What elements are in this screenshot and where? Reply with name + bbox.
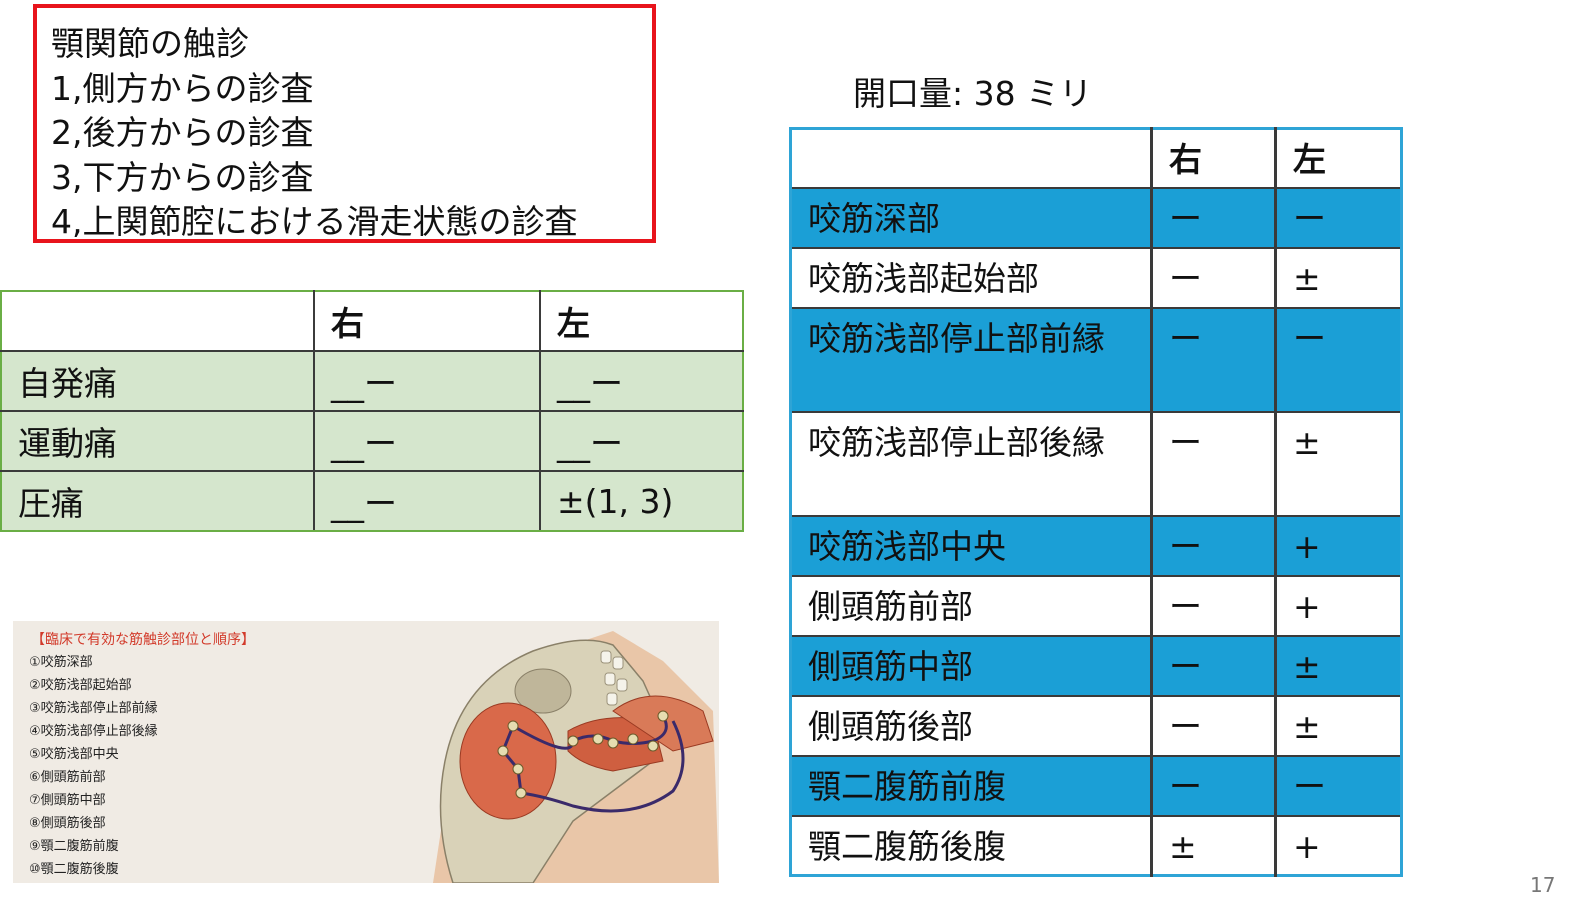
table-row: 側頭筋後部 ー ± — [790, 694, 1402, 756]
list-item: ①咬筋深部 — [29, 655, 93, 670]
muscle-name: 顎二腹筋後腹 — [790, 814, 1152, 876]
table-row: 咬筋浅部停止部後縁 ー ± — [790, 410, 1402, 516]
cell-right: ー — [1150, 694, 1276, 756]
cell-right: ー — [1150, 634, 1276, 696]
muscle-name: 側頭筋中部 — [790, 634, 1152, 696]
palpation-step-2: 2,後方からの診査 — [51, 113, 314, 152]
row-label: 運動痛 — [0, 410, 315, 472]
muscle-table-header: 右 左 — [790, 128, 1402, 188]
cell-right: ー — [1150, 246, 1276, 308]
cell-right: ー — [1150, 186, 1276, 248]
muscle-name: 顎二腹筋前腹 — [790, 754, 1152, 816]
cell-left: ± — [1274, 694, 1402, 756]
cell-left: + — [1274, 514, 1402, 576]
cell-left: + — [1274, 574, 1402, 636]
pain-table: 右 左 自発痛 __ー __ー 運動痛 __ー __ー 圧痛 __ー ±(1, … — [0, 290, 744, 532]
list-item: ⑤咬筋浅部中央 — [29, 747, 119, 762]
list-item: ⑥側頭筋前部 — [29, 770, 106, 785]
muscle-name: 咬筋深部 — [790, 186, 1152, 248]
table-row: 自発痛 __ー __ー — [0, 350, 744, 412]
table-row: 運動痛 __ー __ー — [0, 410, 744, 472]
header-cell-left: 左 — [1274, 128, 1402, 188]
palpation-steps-box: 顎関節の触診 1,側方からの診査 2,後方からの診査 3,下方からの診査 4,上… — [33, 4, 656, 243]
header-cell — [0, 290, 315, 352]
cell-left: __ー — [539, 410, 744, 472]
cell-left: ± — [1274, 634, 1402, 696]
list-item: ⑨顎二腹筋前腹 — [29, 839, 119, 854]
palpation-step-1: 1,側方からの診査 — [51, 68, 314, 108]
table-row: 咬筋浅部中央 ー + — [790, 514, 1402, 576]
list-item: ④咬筋浅部停止部後縁 — [29, 724, 158, 739]
cell-left: ±(1, 3) — [539, 470, 744, 532]
muscle-name: 咬筋浅部停止部前縁 — [790, 306, 1152, 412]
cell-left: ー — [1274, 306, 1402, 412]
list-item: ⑦側頭筋中部 — [29, 793, 106, 808]
cell-right: ± — [1150, 814, 1276, 876]
header-cell-left: 左 — [539, 290, 744, 352]
muscle-name: 咬筋浅部中央 — [790, 514, 1152, 576]
skull-muscle-drawing — [13, 621, 719, 883]
row-label: 圧痛 — [0, 470, 315, 532]
cell-left: ー — [1274, 754, 1402, 816]
palpation-step-3: 3,下方からの診査 — [51, 157, 314, 197]
table-row: 咬筋深部 ー ー — [790, 186, 1402, 248]
cell-left: __ー — [539, 350, 744, 412]
illustration-list: ①咬筋深部 ②咬筋浅部起始部 ③咬筋浅部停止部前縁 ④咬筋浅部停止部後縁 ⑤咬筋… — [29, 651, 158, 881]
row-label: 自発痛 — [0, 350, 315, 412]
cell-left: ± — [1274, 246, 1402, 308]
table-row: 咬筋浅部起始部 ー ± — [790, 246, 1402, 308]
muscle-palpation-illustration: 【臨床で有効な筋触診部位と順序】 ①咬筋深部 ②咬筋浅部起始部 ③咬筋浅部停止部… — [13, 621, 719, 883]
cell-right: ー — [1150, 514, 1276, 576]
palpation-step-4: 4,上関節腔における滑走状態の診査 — [51, 202, 578, 241]
muscle-name: 側頭筋後部 — [790, 694, 1152, 756]
table-row: 顎二腹筋前腹 ー ー — [790, 754, 1402, 816]
list-item: ②咬筋浅部起始部 — [29, 678, 132, 693]
table-row: 圧痛 __ー ±(1, 3) — [0, 470, 744, 532]
list-item: ⑩顎二腹筋後腹 — [29, 862, 119, 877]
page-number: 17 — [1530, 873, 1556, 897]
cell-right: ー — [1150, 306, 1276, 412]
header-cell-right: 右 — [313, 290, 541, 352]
header-cell — [790, 128, 1152, 188]
muscle-name: 咬筋浅部停止部後縁 — [790, 410, 1152, 516]
cell-left: ± — [1274, 410, 1402, 516]
muscle-name: 側頭筋前部 — [790, 574, 1152, 636]
cell-right: ー — [1150, 754, 1276, 816]
illustration-title: 【臨床で有効な筋触診部位と順序】 — [31, 632, 255, 648]
palpation-title: 顎関節の触診 — [51, 24, 249, 63]
list-item: ⑧側頭筋後部 — [29, 816, 106, 831]
cell-right: __ー — [313, 410, 541, 472]
table-row: 顎二腹筋後腹 ± + — [790, 814, 1402, 876]
cell-right: __ー — [313, 350, 541, 412]
table-row: 咬筋浅部停止部前縁 ー ー — [790, 306, 1402, 412]
mouth-opening-measurement: 開口量: 38 ミリ — [853, 74, 1093, 113]
muscle-name: 咬筋浅部起始部 — [790, 246, 1152, 308]
cell-left: + — [1274, 814, 1402, 876]
cell-right: ー — [1150, 410, 1276, 516]
list-item: ③咬筋浅部停止部前縁 — [29, 701, 158, 716]
header-cell-right: 右 — [1150, 128, 1276, 188]
cell-right: __ー — [313, 470, 541, 532]
pain-table-header: 右 左 — [0, 290, 744, 352]
table-row: 側頭筋前部 ー + — [790, 574, 1402, 636]
table-row: 側頭筋中部 ー ± — [790, 634, 1402, 696]
cell-left: ー — [1274, 186, 1402, 248]
muscle-palpation-table: 右 左 咬筋深部 ー ー 咬筋浅部起始部 ー ± 咬筋浅部停止部前縁 ー ー 咬… — [789, 127, 1403, 877]
cell-right: ー — [1150, 574, 1276, 636]
